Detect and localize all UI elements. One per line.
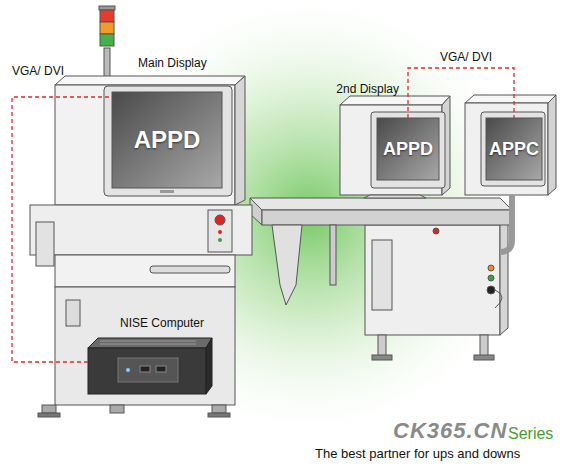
watermark: CK365.CN: [393, 418, 507, 444]
main-machine: [218, 238, 222, 242]
main-machine: [55, 76, 245, 85]
appc-housing: [500, 195, 512, 252]
main-machine: [212, 405, 226, 413]
second-display-housing: [340, 96, 450, 198]
second-display-housing: [371, 112, 445, 188]
main-machine: [100, 10, 114, 22]
right-machine: [495, 290, 502, 308]
main-machine: [215, 215, 225, 225]
main-machine: [150, 266, 230, 273]
main-machine: [38, 413, 60, 417]
nise-computer: [140, 366, 150, 372]
cable-label: VGA/ DVI: [12, 64, 64, 78]
right-machine: [365, 225, 500, 335]
right-machine: [487, 286, 495, 294]
nise-computer: [126, 368, 130, 372]
second-display-housing: [340, 96, 450, 105]
main-machine: [218, 230, 222, 234]
appc-housing: [548, 95, 556, 195]
main-machine: [55, 255, 235, 287]
main-machine: [100, 22, 114, 34]
right-machine: [474, 355, 494, 360]
main-machine: [99, 6, 115, 10]
conveyor: [272, 225, 302, 305]
main-machine: [30, 205, 252, 255]
second-display: 2nd DisplayAPPD: [377, 118, 439, 180]
nise-computer: [206, 338, 212, 394]
nise-computer: [118, 358, 178, 382]
main-machine: [208, 210, 232, 252]
nise-computer: [88, 338, 212, 348]
second-display-housing: [364, 195, 426, 198]
right-machine: [372, 240, 392, 310]
main-machine: [110, 405, 124, 413]
main-machine: [100, 34, 114, 46]
appc-housing: [465, 103, 548, 195]
display-caption: NISE Computer: [120, 316, 204, 330]
right-machine: [480, 335, 488, 357]
main-machine: [160, 190, 174, 193]
nise-computer: [88, 348, 206, 394]
main-machine: [235, 76, 245, 205]
right-machine: [488, 265, 494, 271]
appc-housing: [481, 112, 545, 186]
screen-text: APPC: [486, 118, 542, 180]
right-machine: [365, 218, 508, 360]
screen-text: APPD: [377, 118, 439, 180]
display-caption: 2nd Display: [336, 82, 399, 96]
main-machine: [55, 85, 235, 205]
main-display: Main DisplayAPPD: [112, 92, 222, 188]
conveyor: [330, 225, 336, 285]
signal-cable: [12, 97, 112, 362]
nise-computer: [100, 341, 196, 344]
cable-label: VGA/ DVI: [440, 50, 492, 64]
main-machine: [104, 48, 110, 78]
right-machine: [372, 355, 392, 360]
nise-computer: [156, 366, 166, 372]
series-name: Series: [508, 425, 553, 443]
second-display-housing: [377, 118, 439, 180]
right-machine: [500, 218, 508, 335]
right-machine: [488, 275, 494, 281]
conveyor: [250, 198, 512, 305]
main-machine: [112, 92, 222, 188]
main-machine: [42, 405, 56, 413]
appc-housing: [465, 95, 556, 103]
appc-housing: [486, 118, 542, 180]
main-machine: [55, 287, 235, 405]
right-machine: [378, 335, 386, 357]
main-machine: [104, 86, 232, 196]
screen-text: APPD: [112, 92, 222, 188]
main-machine: [66, 300, 80, 326]
conveyor: [433, 228, 439, 234]
appc-display: APPC: [486, 118, 542, 180]
main-machine: [36, 222, 54, 266]
conveyor: [250, 198, 512, 210]
nise-computer: NISE Computer: [88, 348, 206, 394]
display-caption: Main Display: [138, 56, 207, 70]
tagline: The best partner for ups and downs: [315, 446, 520, 461]
conveyor: [262, 210, 512, 225]
main-machine: [208, 413, 230, 417]
appc-housing: [465, 95, 556, 252]
signal-cable: [408, 68, 514, 118]
nise-computer: [88, 338, 212, 394]
